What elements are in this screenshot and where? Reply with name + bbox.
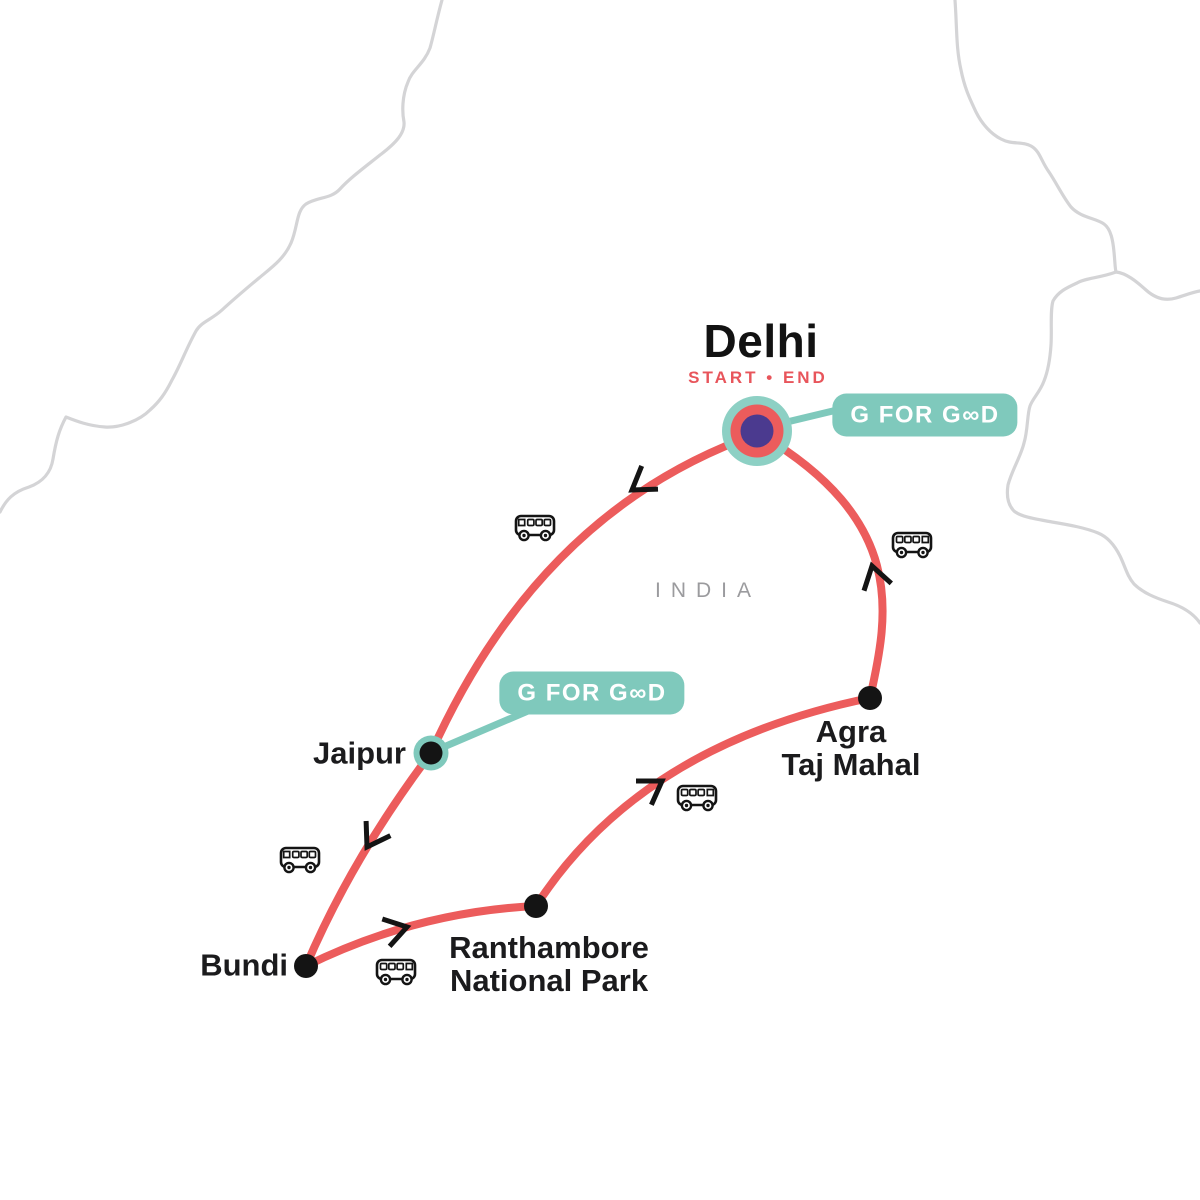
stop-label-line: Bundi xyxy=(200,947,288,983)
stop-label-jaipur: Jaipur xyxy=(312,735,406,771)
route-direction-arrow xyxy=(363,820,392,851)
g-for-good-badge-delhi: G FOR G∞D xyxy=(832,393,1018,437)
route-segment-delhi-to-jaipur xyxy=(427,430,761,757)
country-border-line xyxy=(1114,270,1200,301)
stop-label-bundi: Bundi xyxy=(200,947,288,983)
stop-label-line: Jaipur xyxy=(312,735,406,771)
start-end-label: START • END xyxy=(688,368,828,387)
route-direction-arrow xyxy=(861,561,893,592)
country-border-line xyxy=(0,0,444,514)
country-border-line xyxy=(1005,270,1200,625)
route-segment-bundi-to-ranthambore xyxy=(302,902,540,970)
stop-label-line: Taj Mahal xyxy=(781,746,921,782)
g-for-good-badge-jaipur: G FOR G∞D xyxy=(499,671,685,715)
route-segment-agra-to-delhi xyxy=(756,430,887,702)
start-end-marker-delhi xyxy=(722,396,792,466)
bus-icon xyxy=(676,784,718,812)
route-direction-arrow xyxy=(628,464,659,493)
g-for-good-badge-label: G FOR G∞D xyxy=(517,679,667,706)
stop-dot-jaipur xyxy=(419,741,443,765)
country-borders xyxy=(0,0,1200,625)
route-segment-jaipur-to-bundi xyxy=(302,749,435,970)
bus-icon xyxy=(279,846,321,874)
stop-label-line: National Park xyxy=(449,962,649,998)
g-for-good-badge-label: G FOR G∞D xyxy=(850,401,1000,428)
delhi-marker-center xyxy=(740,414,774,448)
region-label-india: INDIA xyxy=(654,579,762,602)
bus-icon xyxy=(514,514,556,542)
route-direction-arrow xyxy=(381,916,412,948)
bus-icon xyxy=(375,958,417,986)
route-direction-arrows xyxy=(363,464,893,948)
route-direction-arrow xyxy=(636,778,666,806)
bus-icon xyxy=(891,531,933,559)
stop-label-line: Agra xyxy=(815,714,887,749)
route-segment-ranthambore-to-agra xyxy=(532,694,874,910)
stop-dot-bundi xyxy=(294,954,318,978)
stop-label-line: Ranthambore xyxy=(449,930,649,965)
stop-label-delhi: Delhi xyxy=(703,315,819,367)
stop-markers xyxy=(294,396,882,978)
country-border-line xyxy=(953,0,1118,274)
stop-dot-agra xyxy=(858,686,882,710)
route-lines xyxy=(302,430,887,970)
stop-dot-ranthambore xyxy=(524,894,548,918)
